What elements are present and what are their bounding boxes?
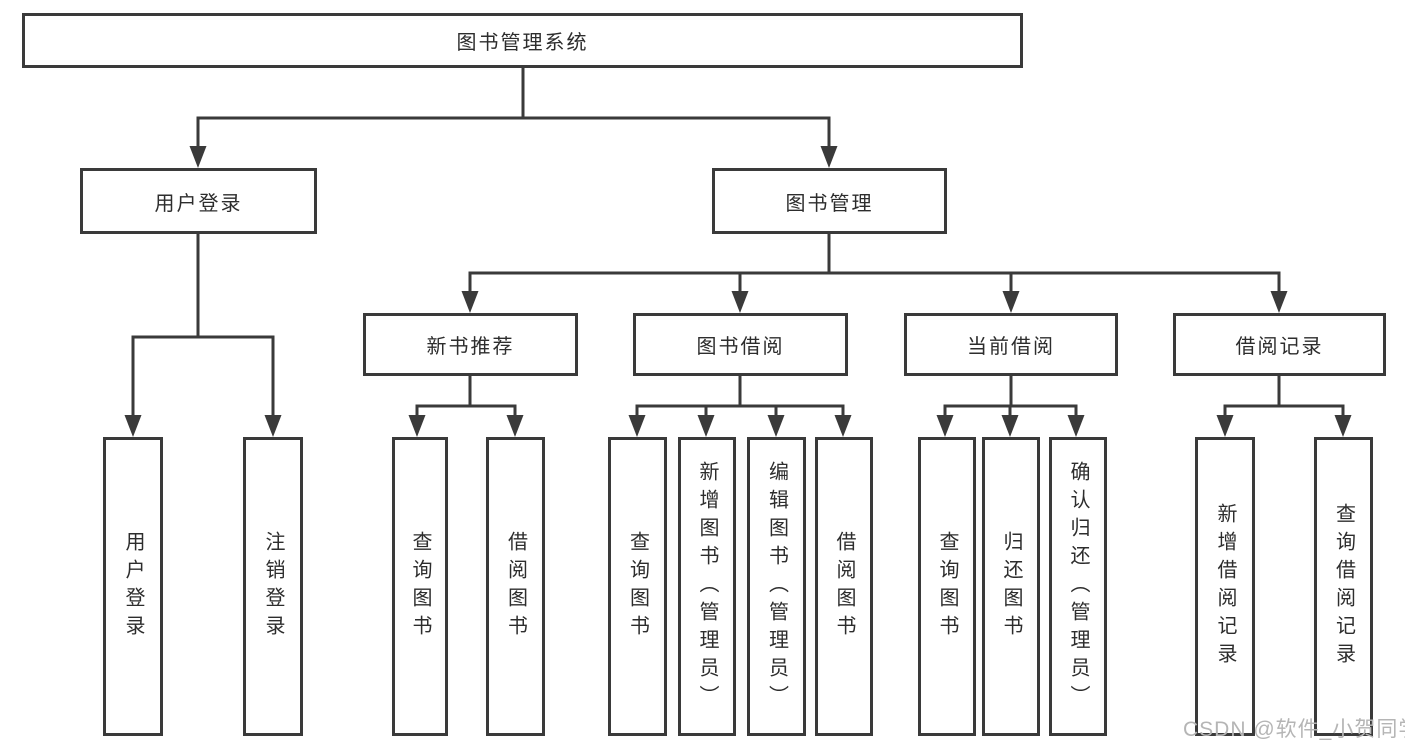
- node-book-management-label: 图书管理: [785, 192, 874, 215]
- node-new-book-recommend-label: 新书推荐: [426, 336, 515, 358]
- arrowhead-down: [697, 415, 715, 437]
- leaf-currentborrow-confirm-return-admin-label: 确认归还（管理员）: [1067, 460, 1089, 713]
- leaf-bookborrow-add-books-admin-label: 新增图书（管理员）: [696, 460, 718, 713]
- node-user-login: 用户登录: [80, 168, 317, 234]
- csdn-watermark: CSDN @软件_小贺同学: [1183, 718, 1405, 741]
- arrowhead-down: [1334, 415, 1352, 437]
- leaf-newbooks-borrow-books: 借阅图书: [486, 437, 545, 736]
- node-root-label: 图书管理系统: [456, 32, 589, 54]
- node-book-borrow-label: 图书借阅: [696, 336, 785, 358]
- leaf-currentborrow-confirm-return-admin: 确认归还（管理员）: [1049, 437, 1107, 736]
- node-new-book-recommend: 新书推荐: [363, 313, 578, 376]
- arrowhead-down: [1216, 415, 1234, 437]
- connector-newbooks-to-leaves: [408, 376, 524, 437]
- arrowhead-down: [408, 415, 426, 437]
- leaf-bookborrow-add-books-admin: 新增图书（管理员）: [678, 437, 736, 736]
- connector-bookmgmt-to-level3: [461, 234, 1288, 313]
- leaf-bookborrow-query-books: 查询图书: [608, 437, 667, 736]
- arrowhead-down: [834, 415, 852, 437]
- leaf-records-add-borrow-record-label: 新增借阅记录: [1214, 502, 1236, 671]
- node-book-borrow: 图书借阅: [633, 313, 848, 376]
- node-root: 图书管理系统: [22, 13, 1023, 68]
- arrowhead-down: [767, 415, 785, 437]
- node-current-borrow-label: 当前借阅: [967, 336, 1055, 358]
- leaf-user-login: 用户登录: [103, 437, 163, 736]
- leaf-newbooks-query-books: 查询图书: [392, 437, 448, 736]
- leaf-newbooks-borrow-books-label: 借阅图书: [504, 530, 527, 643]
- arrowhead-down: [628, 415, 646, 437]
- leaf-newbooks-query-books-label: 查询图书: [409, 530, 431, 643]
- arrowhead-down: [820, 146, 838, 168]
- node-borrow-records-label: 借阅记录: [1235, 336, 1324, 358]
- arrowhead-down: [936, 415, 954, 437]
- arrowhead-down: [731, 291, 749, 313]
- arrowhead-down: [461, 291, 479, 313]
- leaf-currentborrow-return-books-label: 归还图书: [1000, 530, 1022, 643]
- node-book-management: 图书管理: [712, 168, 947, 234]
- leaf-bookborrow-borrow-books-label: 借阅图书: [833, 530, 855, 643]
- leaf-logout-login: 注销登录: [243, 437, 303, 736]
- arrowhead-down: [506, 415, 524, 437]
- connector-borrowrecords-to-leaves: [1216, 376, 1352, 437]
- leaf-currentborrow-query-books: 查询图书: [918, 437, 976, 736]
- node-current-borrow: 当前借阅: [904, 313, 1118, 376]
- arrowhead-down: [1002, 291, 1020, 313]
- leaf-records-query-borrow-record-label: 查询借阅记录: [1332, 502, 1355, 671]
- arrowhead-down: [1067, 415, 1085, 437]
- connector-userlogin-to-leaves: [124, 234, 282, 437]
- leaf-bookborrow-edit-books-admin-label: 编辑图书（管理员）: [765, 460, 788, 713]
- arrowhead-down: [264, 415, 282, 437]
- leaf-currentborrow-query-books-label: 查询图书: [936, 530, 958, 643]
- arrowhead-down: [1001, 415, 1019, 437]
- node-user-login-label: 用户登录: [154, 192, 243, 215]
- connector-currentborrow-to-leaves: [936, 376, 1085, 437]
- leaf-currentborrow-return-books: 归还图书: [982, 437, 1040, 736]
- arrowhead-down: [189, 146, 207, 168]
- leaf-bookborrow-query-books-label: 查询图书: [626, 530, 649, 643]
- leaf-user-login-label: 用户登录: [122, 530, 144, 643]
- leaf-records-query-borrow-record: 查询借阅记录: [1314, 437, 1373, 736]
- arrowhead-down: [1270, 291, 1288, 313]
- leaf-records-add-borrow-record: 新增借阅记录: [1195, 437, 1255, 736]
- leaf-logout-login-label: 注销登录: [262, 530, 284, 643]
- connector-root-to-level2: [189, 66, 838, 168]
- connector-bookborrow-to-leaves: [628, 376, 852, 437]
- arrowhead-down: [124, 415, 142, 437]
- node-borrow-records: 借阅记录: [1173, 313, 1386, 376]
- leaf-bookborrow-borrow-books: 借阅图书: [815, 437, 873, 736]
- leaf-bookborrow-edit-books-admin: 编辑图书（管理员）: [747, 437, 806, 736]
